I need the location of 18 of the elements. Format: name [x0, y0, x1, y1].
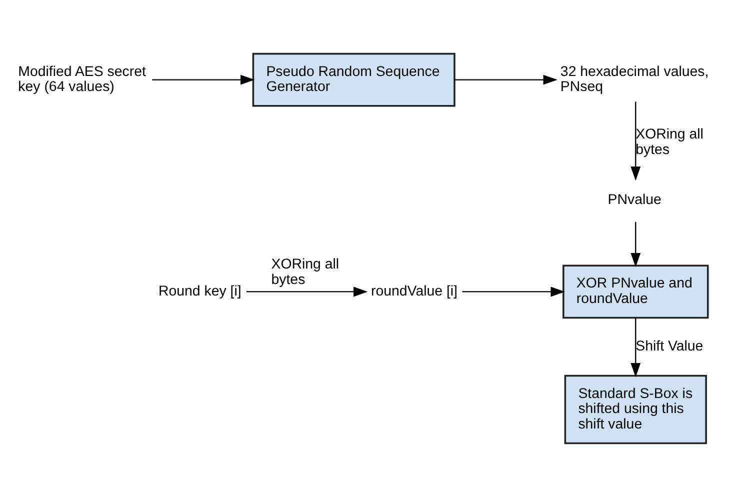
node-text: PNvalue	[608, 192, 662, 208]
arrow	[246, 286, 368, 296]
node-box: Pseudo Random Sequence Generator	[252, 52, 456, 106]
node-text: Round key [i]	[158, 282, 242, 299]
arrow	[152, 74, 255, 84]
arrow	[454, 74, 558, 84]
arrow	[630, 317, 641, 377]
edge-label: XORing all bytes	[636, 126, 704, 158]
arrow	[630, 221, 641, 267]
edge-label: Shift Value	[636, 338, 704, 354]
node-box: Standard S-Box is shifted using this shift value	[564, 374, 707, 444]
node-text: roundValue [i]	[371, 282, 458, 299]
node-text: Modified AES secret key (64 values)	[18, 63, 146, 95]
arrow	[462, 286, 565, 296]
node-text: 32 hexadecimal values, PNseq	[560, 63, 709, 95]
arrow	[630, 101, 641, 180]
node-box: XOR PNvalue and roundValue	[562, 264, 709, 318]
edge-label: XORing all bytes	[271, 256, 340, 288]
